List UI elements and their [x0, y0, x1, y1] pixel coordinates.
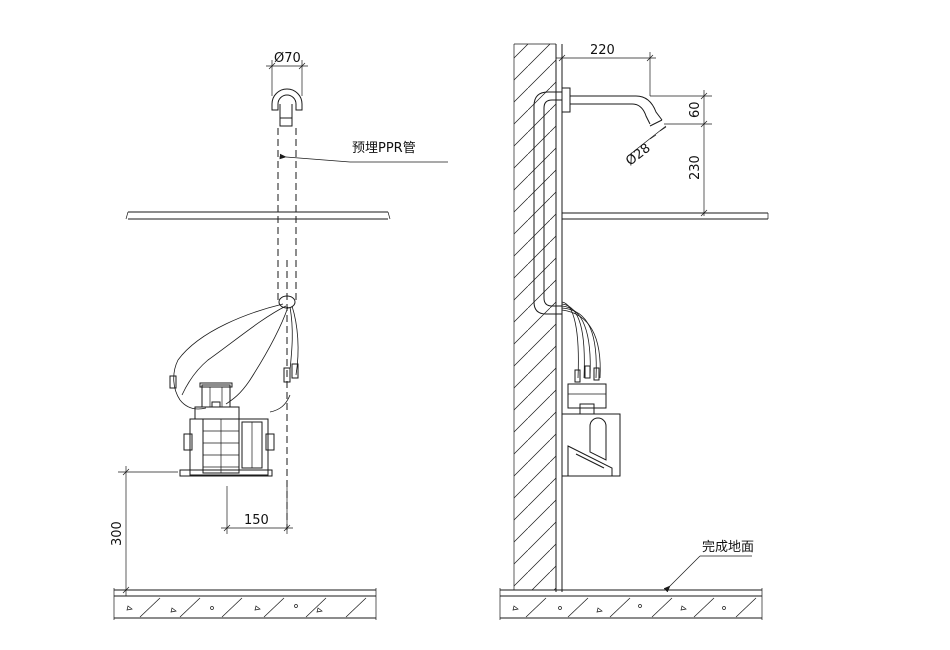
dim-horizontal-offset-label: 150 [244, 513, 269, 528]
finished-floor-label: 完成地面 [702, 540, 754, 555]
dim-outlet-diameter: Ø28 [623, 125, 667, 169]
dim-height-from-floor-label: 300 [110, 521, 125, 546]
front-wire-bundle [169, 295, 299, 413]
embedded-pipe-leader: 预埋PPR管 [279, 141, 448, 163]
dim-outlet-diameter-label: Ø28 [623, 141, 653, 169]
dim-spout-vertical: 60 230 [650, 90, 712, 217]
dim-horizontal-offset: 150 [221, 486, 293, 534]
dim-pipe-diameter: Ø70 [266, 51, 308, 96]
dim-spout-reach: 220 [556, 43, 656, 96]
finished-floor-leader: 完成地面 [663, 540, 754, 593]
front-faucet-end-view [271, 88, 303, 127]
side-embedded-pipe [533, 91, 562, 315]
front-view: Ø70 预埋PPR管 [110, 51, 448, 620]
side-control-box [561, 383, 621, 477]
dim-pipe-diameter-label: Ø70 [274, 51, 301, 66]
front-floor-section [113, 588, 377, 620]
dim-height-from-floor: 300 [110, 466, 178, 596]
side-floor-section [499, 588, 763, 620]
front-counter-slab [125, 211, 391, 220]
side-wire-bundle [561, 301, 601, 383]
side-view: 220 60 230 Ø28 [499, 43, 769, 620]
dim-spout-to-counter-label: 230 [688, 155, 703, 180]
side-counter-slab [562, 212, 769, 220]
side-wall-section [513, 43, 563, 592]
embedded-pipe-label: 预埋PPR管 [352, 141, 416, 156]
dim-spout-drop-label: 60 [688, 101, 703, 118]
side-faucet-spout [561, 87, 663, 127]
front-control-box [179, 382, 275, 477]
embedded-ppr-pipe [277, 128, 297, 530]
dim-spout-reach-label: 220 [590, 43, 615, 58]
